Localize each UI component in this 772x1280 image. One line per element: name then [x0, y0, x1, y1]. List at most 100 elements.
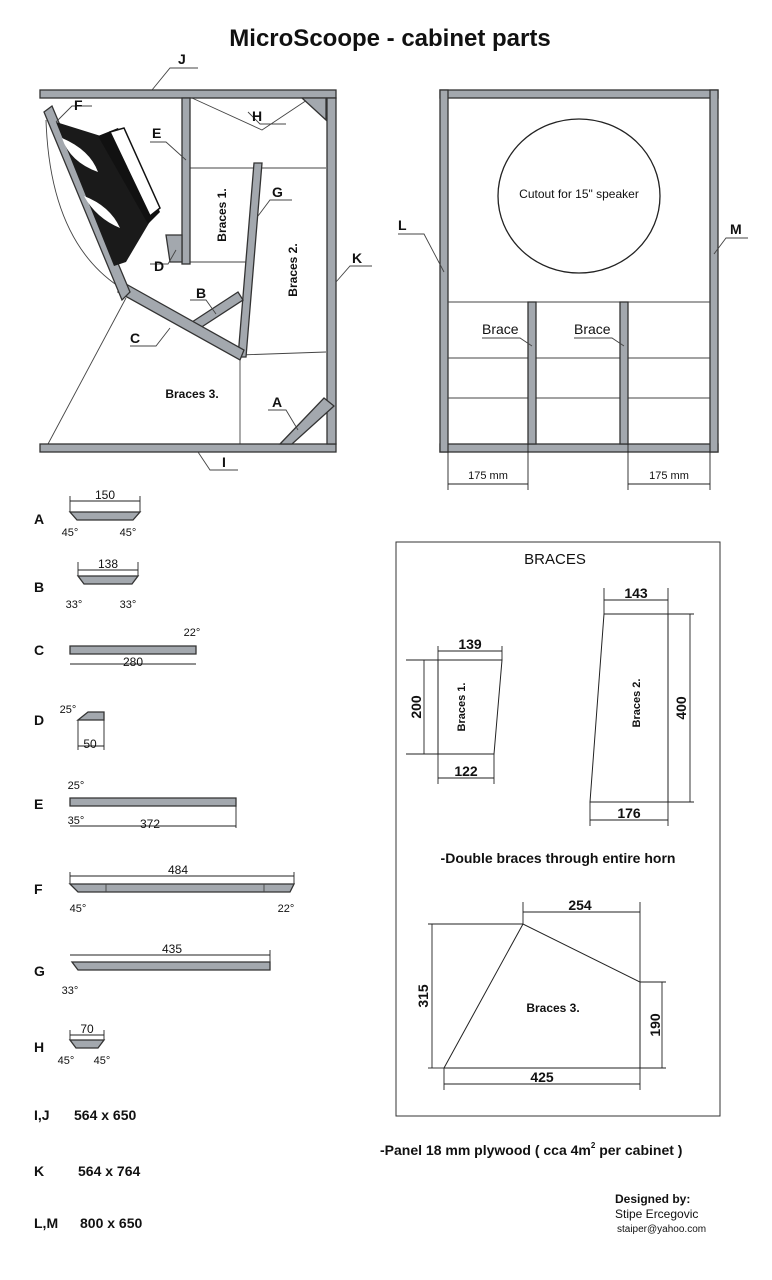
part-E: E 372 25° 35° [34, 780, 237, 831]
braces2-label: Braces 2. [286, 243, 300, 296]
designer-email: staiper@yahoo.com [617, 1224, 706, 1235]
svg-text:176: 176 [617, 805, 641, 821]
label-G: G [272, 184, 283, 200]
panel-L [439, 89, 449, 453]
braces3-label: Braces 3. [165, 387, 218, 401]
svg-text:35°: 35° [68, 815, 85, 827]
label-J: J [178, 51, 186, 67]
page-title: MicroScoope - cabinet parts [229, 25, 550, 52]
svg-text:B: B [34, 579, 44, 595]
svg-text:45°: 45° [70, 903, 87, 915]
svg-text:70: 70 [80, 1022, 94, 1036]
svg-text:25°: 25° [60, 704, 77, 716]
side-view: Braces 1. Braces 2. Braces 3. J F H E G … [39, 51, 372, 471]
svg-text:425: 425 [530, 1069, 554, 1085]
label-M: M [730, 221, 742, 237]
part-C: C 280 22° [34, 627, 200, 669]
panel-I [39, 443, 337, 453]
panel-size-list: I,J 564 x 650 K 564 x 764 L,M 800 x 650 [34, 1107, 142, 1231]
part-G: G 435 33° [34, 942, 271, 997]
braces-note: -Double braces through entire horn [441, 850, 676, 866]
label-K: K [352, 250, 362, 266]
svg-text:254: 254 [568, 897, 592, 913]
svg-text:A: A [34, 511, 44, 527]
svg-text:484: 484 [168, 863, 188, 877]
designer-name: Stipe Ercegovic [615, 1207, 698, 1221]
panel-E [181, 97, 191, 265]
part-D: D 50 25° [34, 704, 105, 751]
braces-box: BRACES 139 122 200 Braces 1. 143 176 [395, 541, 721, 1117]
svg-text:315: 315 [415, 984, 431, 1008]
svg-text:50: 50 [83, 737, 97, 751]
svg-text:122: 122 [454, 763, 478, 779]
svg-text:D: D [34, 712, 44, 728]
svg-text:190: 190 [647, 1013, 663, 1037]
svg-text:435: 435 [162, 942, 182, 956]
svg-text:200: 200 [408, 695, 424, 719]
panel-A [278, 397, 336, 445]
svg-text:400: 400 [673, 696, 689, 720]
panel-list-size: 564 x 650 [74, 1107, 136, 1123]
svg-text:33°: 33° [66, 599, 83, 611]
svg-text:Braces 2.: Braces 2. [631, 679, 643, 728]
svg-text:33°: 33° [120, 599, 137, 611]
svg-text:45°: 45° [58, 1055, 75, 1067]
label-B: B [196, 285, 206, 301]
label-F: F [74, 97, 83, 113]
plywood-note: -Panel 18 mm plywood ( cca 4m2 per cabin… [380, 1141, 682, 1158]
svg-text:E: E [34, 796, 43, 812]
dim-right: 175 mm [649, 470, 689, 482]
panel-list-size: 800 x 650 [80, 1215, 142, 1231]
brace-left-label: Brace [482, 321, 519, 337]
brace-right [619, 301, 629, 445]
svg-text:33°: 33° [62, 985, 79, 997]
svg-text:150: 150 [95, 488, 115, 502]
part-H: H 70 45° 45° [34, 1022, 110, 1067]
panel-D [165, 234, 183, 263]
svg-text:25°: 25° [68, 780, 85, 792]
label-D: D [154, 258, 164, 274]
svg-text:22°: 22° [184, 627, 201, 639]
panel-list-id: K [34, 1163, 44, 1179]
front-view: Cutout for 15" speaker L M Brace Brace 1… [398, 89, 748, 490]
svg-text:280: 280 [123, 655, 143, 669]
svg-text:C: C [34, 642, 44, 658]
braces-heading: BRACES [524, 551, 586, 568]
dim-left: 175 mm [468, 470, 508, 482]
panel-C [116, 283, 245, 361]
speaker-icon [56, 122, 161, 266]
panel-bottom [439, 443, 719, 453]
part-F: F 484 45° 22° [34, 863, 296, 915]
label-E: E [152, 125, 161, 141]
brace-left [527, 301, 537, 445]
svg-text:45°: 45° [62, 527, 79, 539]
panel-J [39, 89, 337, 99]
braces1-diagram: 139 122 200 Braces 1. [406, 636, 503, 784]
svg-text:22°: 22° [278, 903, 295, 915]
svg-text:143: 143 [624, 585, 648, 601]
panel-M [709, 89, 719, 453]
svg-text:G: G [34, 963, 45, 979]
designer-label: Designed by: [615, 1192, 690, 1206]
panel-list-id: L,M [34, 1215, 58, 1231]
label-I: I [222, 454, 226, 470]
label-H: H [252, 108, 262, 124]
panel-list-id: I,J [34, 1107, 50, 1123]
svg-text:Braces 1.: Braces 1. [456, 683, 468, 732]
svg-text:372: 372 [140, 817, 160, 831]
braces2-diagram: 143 176 400 Braces 2. [589, 585, 694, 826]
svg-text:45°: 45° [120, 527, 137, 539]
braces3-diagram: 254 425 315 190 Braces 3. [415, 897, 666, 1090]
svg-text:139: 139 [458, 636, 482, 652]
part-B: B 138 33° 33° [34, 557, 140, 611]
panel-list-size: 564 x 764 [78, 1163, 140, 1179]
label-L: L [398, 217, 407, 233]
svg-text:45°: 45° [94, 1055, 111, 1067]
panel-H [300, 97, 327, 122]
panel-G [237, 162, 263, 358]
brace-right-label: Brace [574, 321, 611, 337]
label-C: C [130, 330, 140, 346]
panel-K [326, 97, 337, 445]
part-A: A 150 45° 45° [34, 488, 142, 539]
